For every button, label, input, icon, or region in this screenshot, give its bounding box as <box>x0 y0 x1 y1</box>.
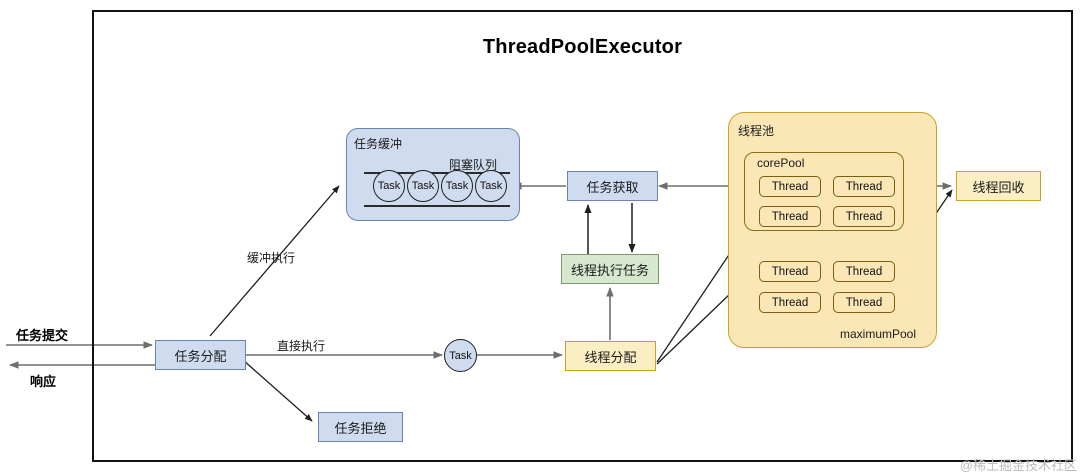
edge-label-direct-exec: 直接执行 <box>277 339 326 353</box>
queue-rail-bottom <box>364 205 510 207</box>
executor-frame <box>92 10 1073 462</box>
queue-task-0: Task <box>373 170 405 202</box>
node-task-fetch[interactable]: 任务获取 <box>567 171 658 201</box>
node-task-reject[interactable]: 任务拒绝 <box>318 412 403 442</box>
max-thread-0: Thread <box>759 261 821 282</box>
response-label: 响应 <box>30 374 57 389</box>
max-thread-1: Thread <box>833 261 895 282</box>
node-thread-dispatch[interactable]: 线程分配 <box>565 341 656 371</box>
edge-reject <box>242 359 313 422</box>
submit-label: 任务提交 <box>16 328 69 343</box>
watermark: @稀土掘金技术社区 <box>959 458 1077 473</box>
core-thread-3: Thread <box>833 206 895 227</box>
thread-pool-title: 线程池 <box>738 124 775 138</box>
edge-label-buffered-exec: 缓冲执行 <box>247 251 296 265</box>
queue-task-2: Task <box>441 170 473 202</box>
node-task-dispatch[interactable]: 任务分配 <box>155 340 246 370</box>
edge-buffered-exec <box>209 185 340 337</box>
max-thread-3: Thread <box>833 292 895 313</box>
node-thread-exec-task[interactable]: 线程执行任务 <box>561 254 659 284</box>
queue-task-3: Task <box>475 170 507 202</box>
page-title: ThreadPoolExecutor <box>482 36 683 58</box>
core-thread-1: Thread <box>833 176 895 197</box>
max-thread-2: Thread <box>759 292 821 313</box>
maximum-pool-title: maximumPool <box>840 327 917 341</box>
core-pool-container <box>744 152 904 231</box>
blocking-queue-title: 阻塞队列 <box>449 158 498 172</box>
core-thread-2: Thread <box>759 206 821 227</box>
core-pool-title: corePool <box>757 156 805 170</box>
node-task-circle: Task <box>444 339 477 372</box>
queue-rail-top <box>364 172 510 174</box>
queue-task-1: Task <box>407 170 439 202</box>
node-thread-recycle[interactable]: 线程回收 <box>956 171 1041 201</box>
core-thread-0: Thread <box>759 176 821 197</box>
task-buffer-title: 任务缓冲 <box>354 137 403 151</box>
